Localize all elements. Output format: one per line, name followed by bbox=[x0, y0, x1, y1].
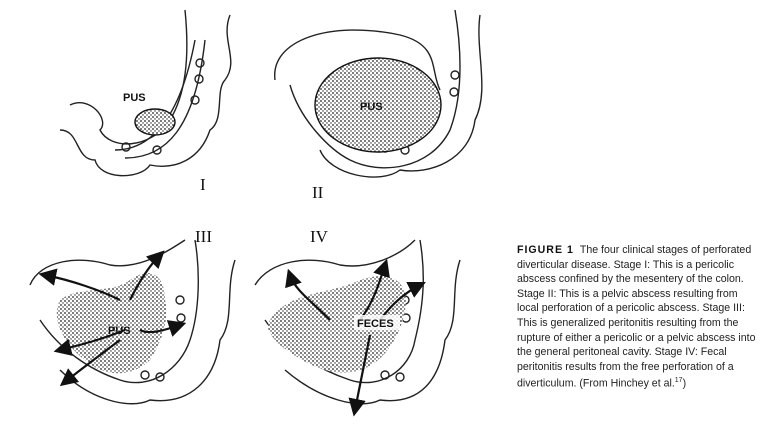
panel-3-colon bbox=[29, 239, 236, 405]
panel-3-numeral: III bbox=[195, 227, 212, 246]
caption-close: ) bbox=[682, 377, 687, 390]
caption-text: The four clinical stages of perforated d… bbox=[517, 244, 756, 390]
panel-3-label: PUS bbox=[108, 325, 131, 337]
panel-3-spread bbox=[56, 272, 167, 374]
caption-reference[interactable]: 17 bbox=[674, 377, 683, 385]
panel-4-arrows bbox=[285, 258, 426, 417]
panel-2-numeral: II bbox=[312, 183, 324, 202]
figure-label: FIGURE 1 bbox=[517, 244, 574, 256]
panel-2-abscess bbox=[314, 57, 442, 153]
panel-1-abscess bbox=[134, 108, 176, 136]
figure-illustration: PUS PUS PUS FECES I II III IV bbox=[29, 9, 483, 417]
panel-4-numeral: IV bbox=[310, 227, 329, 246]
panel-1-numeral: I bbox=[200, 175, 206, 194]
panel-3-arrows bbox=[38, 250, 187, 387]
panel-4-label: FECES bbox=[357, 318, 394, 330]
panel-1-label: PUS bbox=[123, 92, 146, 104]
panel-2-label: PUS bbox=[360, 101, 383, 113]
